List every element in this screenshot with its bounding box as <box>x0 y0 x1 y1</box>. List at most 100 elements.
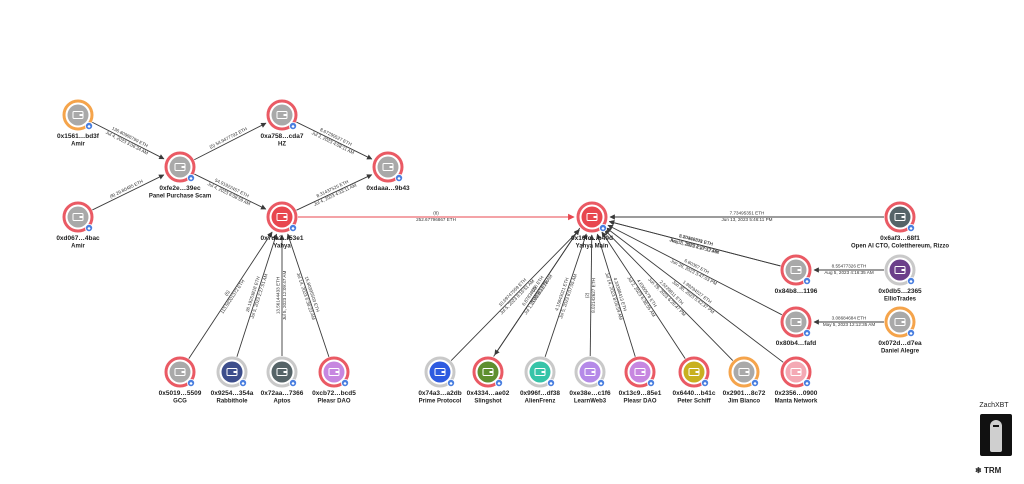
eth-glyph: ◆ <box>909 279 913 284</box>
node-fill[interactable] <box>271 206 293 228</box>
wallet-icon <box>738 368 750 376</box>
edge-line[interactable] <box>494 227 581 356</box>
node-fill[interactable] <box>889 311 911 333</box>
ethereum-badge-icon <box>494 378 503 387</box>
edge-line[interactable] <box>589 234 595 357</box>
edge-date: Jul 5, 2023 12:09:47 AM <box>282 271 287 321</box>
edge-line[interactable] <box>607 224 782 316</box>
edge-line[interactable] <box>596 233 636 357</box>
wallet-node[interactable]: ◆0x84b8…1196 <box>775 254 818 295</box>
node-fill[interactable] <box>629 361 651 383</box>
node-fill[interactable] <box>581 206 603 228</box>
edge-line[interactable] <box>604 229 734 361</box>
node-fill[interactable] <box>889 259 911 281</box>
node-fill[interactable] <box>785 259 807 281</box>
edge-line[interactable] <box>450 229 580 361</box>
node-address: 0x2901…8c72 <box>723 390 766 397</box>
edge-line[interactable] <box>601 231 686 359</box>
edge-n3-n4[interactable]: (5) 54.9477792 ETH <box>194 122 267 161</box>
edge-line[interactable] <box>194 122 267 161</box>
wallet-node[interactable]: ◆0x80b4…fafd <box>776 306 816 347</box>
ethereum-badge-icon <box>907 276 916 285</box>
edge-line[interactable] <box>296 121 373 160</box>
node-fill[interactable] <box>529 361 551 383</box>
edge-line[interactable] <box>296 174 373 211</box>
node-fill[interactable] <box>889 206 911 228</box>
node-fill[interactable] <box>733 361 755 383</box>
node-fill[interactable] <box>271 361 293 383</box>
edge-n2-n3[interactable]: (8) 29.80485 ETH <box>92 174 165 211</box>
node-fill[interactable] <box>429 361 451 383</box>
node-fill[interactable] <box>579 361 601 383</box>
wallet-icon <box>482 368 494 376</box>
node-fill[interactable] <box>477 361 499 383</box>
edge-line[interactable] <box>608 220 781 267</box>
node-fill[interactable] <box>785 311 807 333</box>
node-fill[interactable] <box>221 361 243 383</box>
edge-line[interactable] <box>188 231 273 359</box>
edge-line[interactable] <box>286 233 330 357</box>
node-fill[interactable] <box>323 361 345 383</box>
edge-line[interactable] <box>544 233 588 357</box>
wallet-node[interactable]: ◆0xdaaa…9b43 <box>366 151 410 192</box>
edge-line[interactable] <box>605 227 784 363</box>
wallet-clasp <box>745 371 749 373</box>
edge-line[interactable] <box>236 233 278 357</box>
node-fill[interactable] <box>683 361 705 383</box>
author-avatar <box>980 414 1012 456</box>
edge-line[interactable] <box>92 121 165 160</box>
wallet-clasp <box>797 321 801 323</box>
edge-line[interactable] <box>194 173 267 210</box>
ethereum-badge-icon <box>647 378 656 387</box>
node-fill[interactable] <box>169 361 191 383</box>
edge-line[interactable] <box>92 174 165 211</box>
node-fill[interactable] <box>785 361 807 383</box>
edge-n6-n7[interactable]: (8)252.67796867 ETH <box>298 211 575 223</box>
node-fill[interactable] <box>67 206 89 228</box>
node-fill[interactable] <box>377 156 399 178</box>
node-fill[interactable] <box>169 156 191 178</box>
node-fill[interactable] <box>67 104 89 126</box>
edge-n15-n7[interactable]: (2)8.02142627 ETH <box>584 234 596 357</box>
node-fill[interactable] <box>271 104 293 126</box>
node-address: 0x2356…0900 <box>775 390 818 397</box>
